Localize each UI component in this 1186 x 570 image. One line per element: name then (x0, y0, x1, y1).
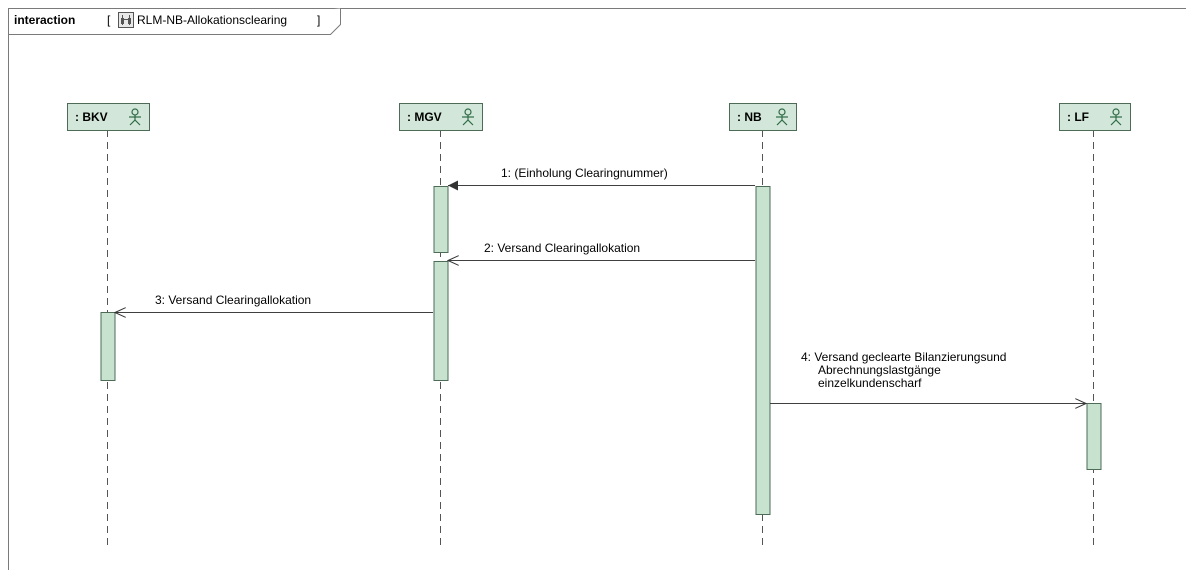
lifeline-label: : BKV (75, 110, 108, 124)
activation-bar-lf (1086, 403, 1102, 470)
message-label: 1: (Einholung Clearingnummer) (501, 166, 668, 180)
message-label: 2: Versand Clearingallokation (484, 241, 640, 255)
message-number: 1: (501, 166, 514, 180)
message-text-line: Versand geclearte Bilanzierungsund (814, 350, 1006, 364)
lifeline-label: : MGV (407, 110, 442, 124)
actor-icon (462, 108, 474, 126)
message-text-line: (Einholung Clearingnummer) (514, 166, 667, 180)
frame-name: RLM-NB-Allokationsclearing (137, 13, 287, 27)
actor-icon (1110, 108, 1122, 126)
interaction-frame: interaction [ RLM-NB-Allokationsclearing… (8, 8, 1186, 570)
message-text-line: Versand Clearingallokation (497, 241, 640, 255)
message-number: 3: (155, 293, 168, 307)
frame-tab (8, 8, 341, 35)
message-text-line: Versand Clearingallokation (168, 293, 311, 307)
activation-bar-nb (755, 186, 771, 515)
message-number: 2: (484, 241, 497, 255)
frame-open-bracket: [ (107, 13, 111, 27)
actor-icon (776, 108, 788, 126)
message-label: 3: Versand Clearingallokation (155, 293, 311, 307)
lifeline-nb: : NB (729, 103, 797, 545)
message-3[interactable]: 3: Versand Clearingallokation (115, 293, 433, 313)
message-2[interactable]: 2: Versand Clearingallokation (448, 241, 755, 261)
activation-bar-mgv (433, 261, 449, 381)
activation-bar-bkv (100, 312, 116, 381)
message-text-line: Abrechnungslastgänge (818, 363, 941, 377)
frame-close-bracket: ] (317, 13, 320, 27)
lifeline-lf: : LF (1059, 103, 1131, 545)
message-1[interactable]: 1: (Einholung Clearingnummer) (448, 166, 755, 191)
actor-icon (129, 108, 141, 126)
interaction-diagram-icon (118, 12, 134, 28)
message-text-line: einzelkundenscharf (818, 376, 922, 390)
message-number: 4: (801, 350, 814, 364)
lifeline-label: : NB (737, 110, 762, 124)
activation-bar-mgv (433, 186, 449, 253)
lifeline-label: : LF (1067, 110, 1089, 124)
frame-border (8, 8, 1186, 570)
frame-keyword: interaction (14, 13, 75, 27)
